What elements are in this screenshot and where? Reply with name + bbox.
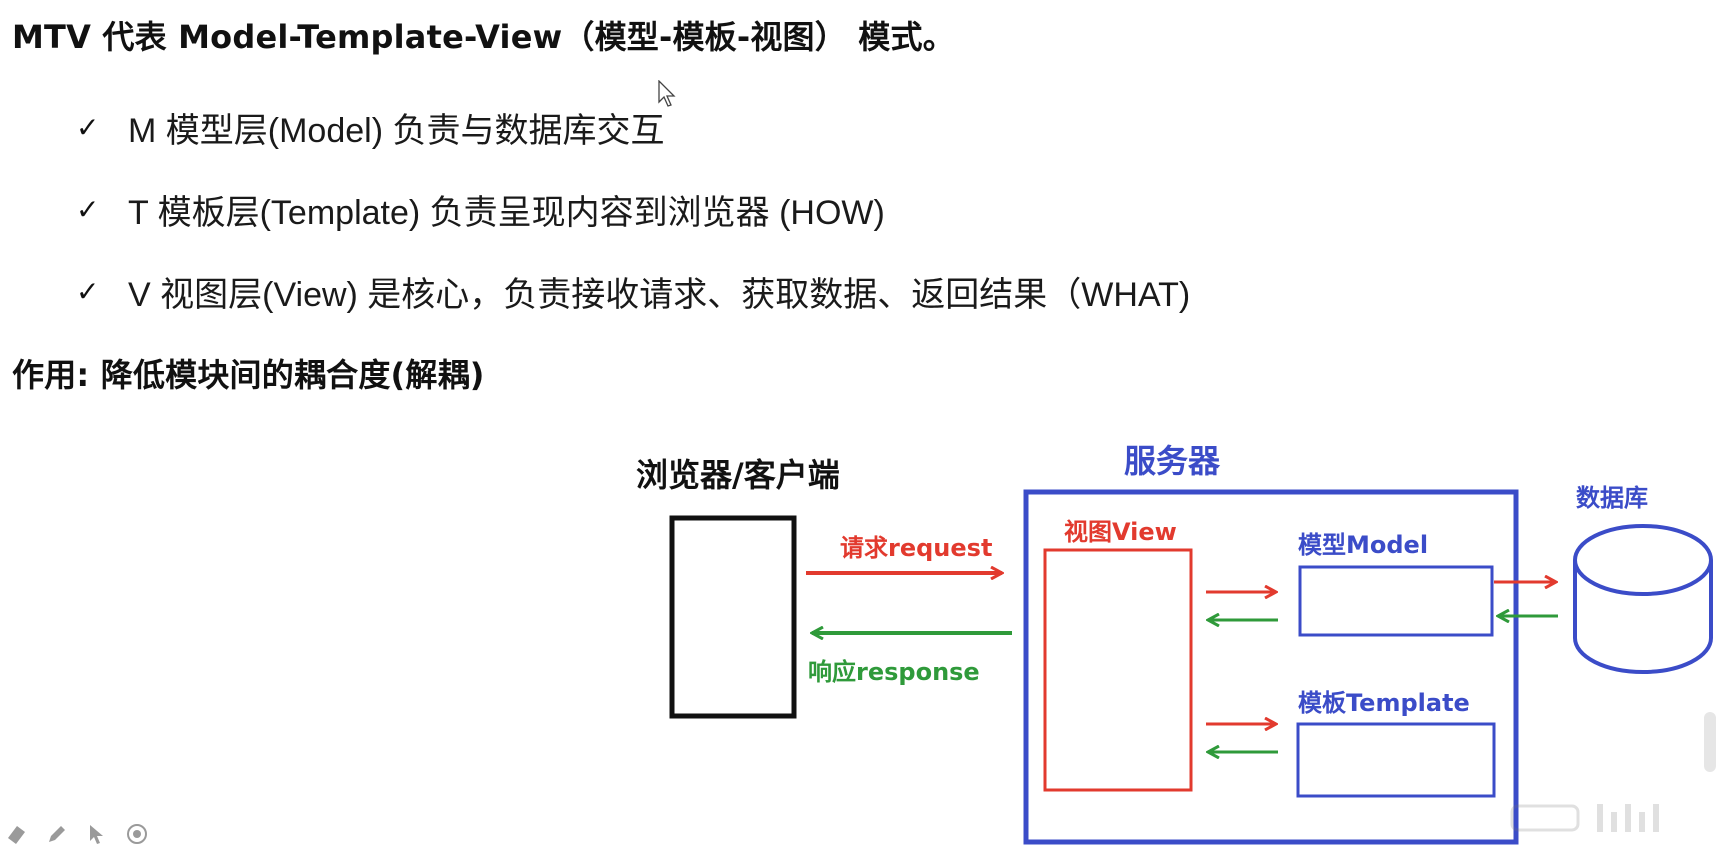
model-label: 模型Model (1298, 531, 1429, 559)
mouse-cursor-icon (658, 80, 676, 107)
scrollbar-thumb[interactable] (1704, 712, 1716, 772)
bullet-text: T 模板层(Template) 负责呈现内容到浏览器 (HOW) (128, 193, 885, 232)
request-label: 请求request (840, 534, 993, 562)
bullet-text: M 模型层(Model) 负责与数据库交互 (128, 111, 665, 150)
database-label: 数据库 (1576, 484, 1648, 512)
model-box (1298, 565, 1494, 637)
view-box (1043, 548, 1193, 792)
bullet-text: V 视图层(View) 是核心，负责接收请求、获取数据、返回结果（WHAT) (128, 275, 1191, 314)
checkmark-icon: ✓ (76, 110, 100, 144)
server-label: 服务器 (1124, 442, 1221, 480)
slide-heading-main: MTV 代表 Model-Template-View（模型-模板-视图） 模式。 (12, 18, 955, 56)
server-box (1023, 489, 1519, 845)
database-cylinder (1573, 524, 1713, 674)
bullet-item-model: ✓ M 模型层(Model) 负责与数据库交互 (76, 86, 1190, 168)
template-box (1296, 722, 1496, 798)
checkmark-icon: ✓ (76, 274, 100, 308)
bullet-item-template: ✓ T 模板层(Template) 负责呈现内容到浏览器 (HOW) (76, 168, 1190, 250)
template-label: 模板Template (1298, 689, 1470, 717)
bullet-list: ✓ M 模型层(Model) 负责与数据库交互 ✓ T 模板层(Template… (76, 86, 1190, 332)
pointer-icon[interactable] (84, 821, 110, 847)
slide-heading-purpose: 作用: 降低模块间的耦合度(解耦) (12, 356, 485, 394)
checkmark-icon: ✓ (76, 192, 100, 226)
view-label: 视图View (1064, 518, 1177, 546)
pen-icon[interactable] (44, 821, 70, 847)
target-icon[interactable] (124, 821, 150, 847)
bullet-item-view: ✓ V 视图层(View) 是核心，负责接收请求、获取数据、返回结果（WHAT) (76, 250, 1190, 332)
browser-box (669, 515, 797, 719)
watermark-logo (1402, 793, 1702, 843)
presentation-toolbar (0, 818, 150, 849)
eraser-icon[interactable] (4, 821, 30, 847)
response-label: 响应response (808, 658, 980, 686)
browser-label: 浏览器/客户端 (636, 456, 840, 494)
